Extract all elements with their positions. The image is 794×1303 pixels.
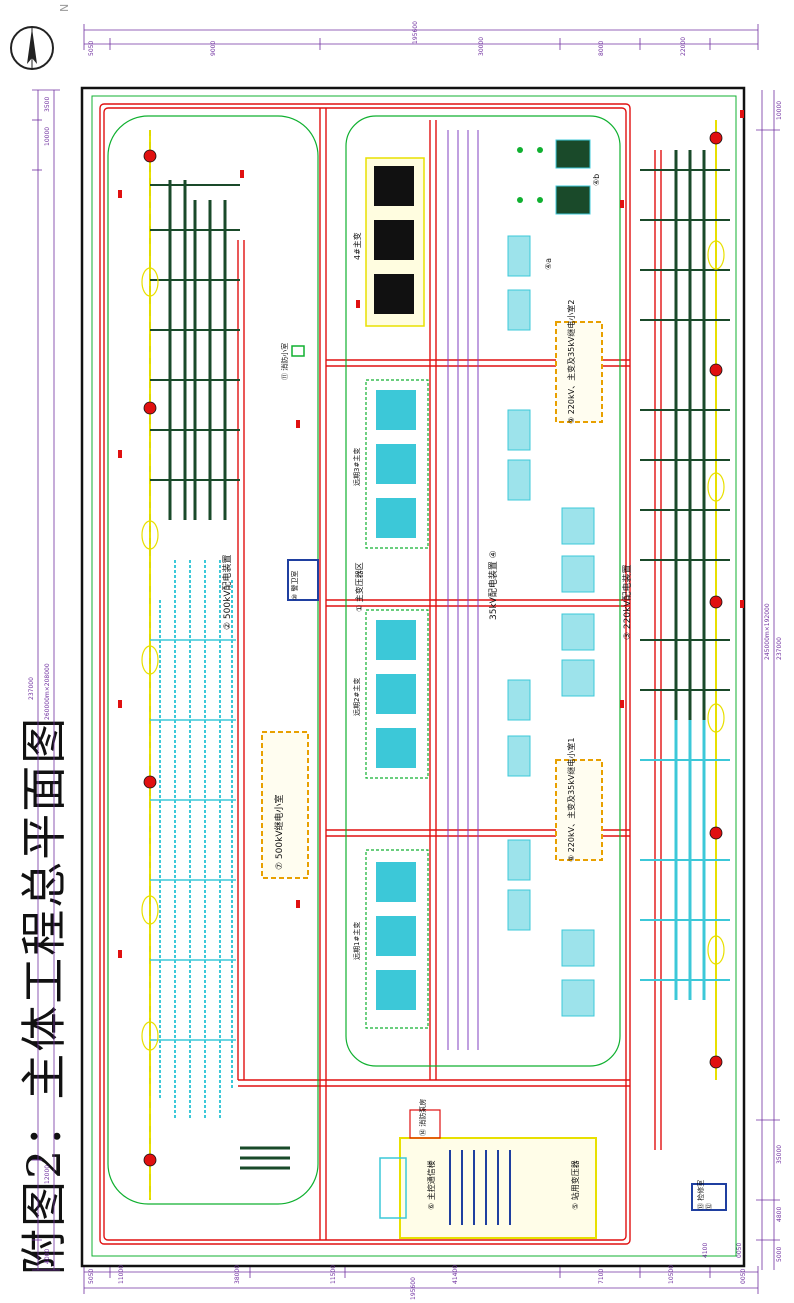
label-guard-room: ⑩ 警卫室 <box>291 570 299 600</box>
label-relay-room-2: ⑨ 220kV、主变及35kV继电小室2 <box>567 299 576 424</box>
dim-bottom-total: 195600 <box>410 1277 417 1300</box>
north-arrow-icon <box>10 26 54 70</box>
fire-hydrant-markers <box>118 110 744 958</box>
dim-bottom-seg-2: 11000 <box>118 1264 125 1284</box>
dim-right-total: 237000 <box>776 637 783 660</box>
road-network <box>99 103 662 1245</box>
dim-left-seg-2: 10000 <box>44 126 51 146</box>
dim-left-inner: 260000m×208000 <box>44 663 51 720</box>
dim-right-seg-1: 10000 <box>776 100 783 120</box>
dim-bottom-seg-1: 5050 <box>88 1268 95 1284</box>
label-station-transformer: ⑤ 站用变压器 <box>571 1160 580 1210</box>
site-boundary <box>80 86 746 1268</box>
green-belt-outline <box>91 95 737 1257</box>
label-220kv-yard: ③ 220kV配电装置 <box>623 564 633 640</box>
label-relay-room-1: ⑧ 220kV、主变及35kV继电小室1 <box>567 737 576 862</box>
label-4a: ④a <box>544 257 553 270</box>
dim-bottom-seg-3: 38000 <box>234 1264 241 1284</box>
dim-small-1: 4100 <box>702 1242 709 1258</box>
dim-right-seg-4: 5000 <box>776 1246 783 1262</box>
yard-fences <box>107 115 621 1205</box>
dim-bottom-seg-7: 10500 <box>668 1264 675 1284</box>
label-4b: ④b <box>592 173 601 186</box>
dim-top-seg-2: 9000 <box>210 40 217 56</box>
dim-bottom-seg-8: 0050 <box>740 1268 747 1284</box>
label-repair-room: ⑬ 检修室 <box>697 1179 705 1210</box>
dim-small-2: 0050 <box>736 1242 743 1258</box>
dim-left-seg-1: 3500 <box>44 96 51 112</box>
label-control-building: ⑥ 主控通信楼 <box>427 1160 436 1210</box>
label-future-transformer-3: 远期3#主变 <box>353 447 361 486</box>
dim-top-seg-1: 5050 <box>88 40 95 56</box>
dim-bottom-seg-6: 7100 <box>598 1268 605 1284</box>
label-500kv-yard: ② 500kV配电装置 <box>223 554 233 630</box>
dim-right-seg-2: 35000 <box>776 1144 783 1164</box>
dim-bottom-seg-4: 11500 <box>330 1264 337 1284</box>
dimension-lines <box>32 24 780 1294</box>
dim-top-total: 195600 <box>412 21 419 44</box>
relay-rooms <box>261 321 603 879</box>
label-500kv-relay-room: ⑦ 500kV继电小室 <box>275 794 285 870</box>
label-future-transformer-1: 远期1#主变 <box>353 921 361 960</box>
label-main-transformer-area: ① 主变压器区 <box>355 562 364 612</box>
35kv-area <box>447 130 595 1050</box>
transformer-area <box>365 157 429 1029</box>
dim-bottom-seg-5: 41400 <box>452 1264 459 1284</box>
control-building <box>287 345 727 1239</box>
label-transformer-4: 4#主变 <box>353 232 362 260</box>
500kv-yard <box>141 130 290 1200</box>
dim-top-seg-4: 8000 <box>598 40 605 56</box>
dim-top-seg-3: 30000 <box>478 36 485 56</box>
dim-right-inner: 245000m×192000 <box>764 603 771 660</box>
label-fire-pump-house: ⑭ 消防泵房 <box>419 1098 427 1136</box>
dim-left-seg-5: 12000 <box>44 1164 51 1184</box>
220kv-yard <box>640 120 730 1080</box>
label-fire-room: ⑪ 消防小室 <box>281 342 289 380</box>
label-future-transformer-2: 远期2#主变 <box>353 677 361 716</box>
dim-left-seg-7: 4000 <box>44 1248 51 1264</box>
dim-left-total: 237000 <box>28 677 35 700</box>
dim-right-seg-3: 4800 <box>776 1206 783 1222</box>
dim-top-seg-5: 22000 <box>680 36 687 56</box>
label-35kv-yard: 35kV配电装置 ④ <box>489 550 499 620</box>
